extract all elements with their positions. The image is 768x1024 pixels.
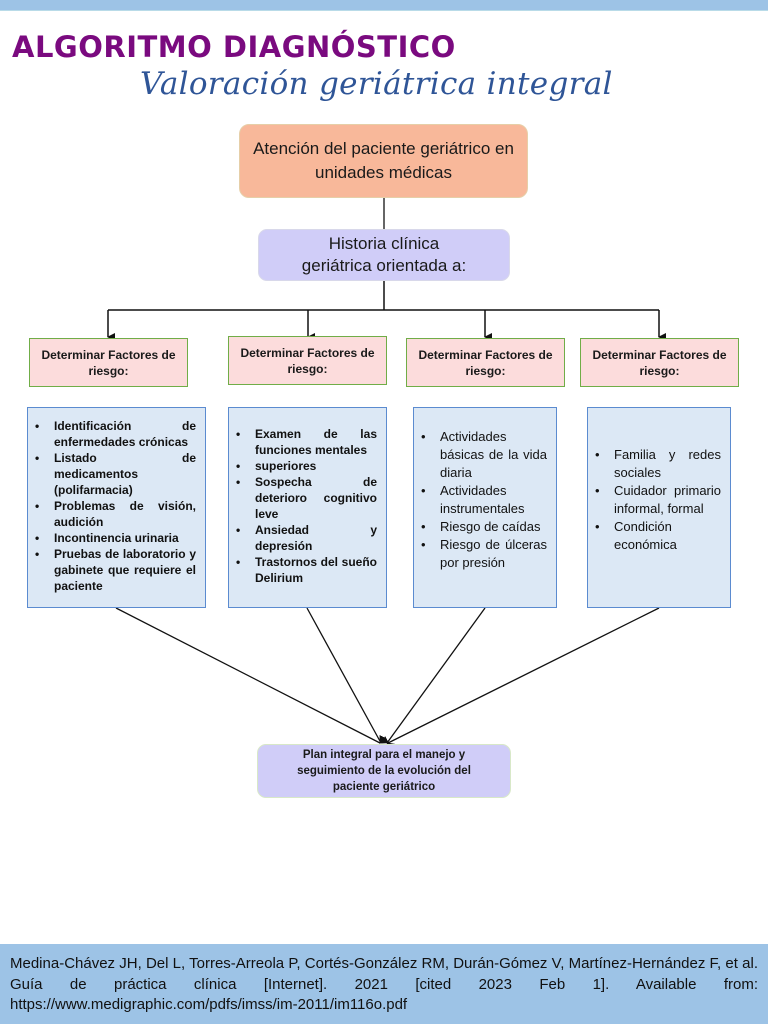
bullet-icon: • — [35, 451, 40, 465]
arrow-detail-1-plan — [115, 607, 387, 744]
factor-box-label: Determinar Factores de riesgo: — [418, 347, 553, 378]
bullet-icon: • — [421, 519, 426, 534]
list-item: • Trastornos del sueño Delirium — [229, 554, 377, 586]
bullet-icon: • — [35, 499, 40, 513]
start-node-patient-care: Atención del paciente geriátrico en unid… — [239, 124, 528, 198]
detail-box-clinical: • Identificación de enfermedades crónicas… — [27, 407, 206, 608]
list-item-text: Ansiedad y depresión — [255, 523, 377, 553]
end-node-label: Plan integral para el manejo y seguimien… — [297, 749, 471, 793]
page-subtitle: Valoración geriátrica integral — [140, 66, 613, 102]
arrow-detail-2-plan — [306, 607, 390, 744]
factor-box-3: Determinar Factores de riesgo: — [406, 338, 565, 387]
arrow-detail-4-plan — [387, 607, 660, 752]
factor-box-label: Determinar Factores de riesgo: — [41, 347, 176, 378]
factor-box-label: Determinar Factores de riesgo: — [592, 347, 727, 378]
list-item: • superiores — [229, 458, 377, 474]
list-item-text: Sospecha de deterioro cognitivo leve — [255, 475, 377, 521]
history-node: Historia clínica geriátrica orientada a: — [258, 229, 510, 281]
detail-list: • Familia y redes sociales • Cuidador prim… — [588, 446, 721, 554]
list-item: • Riesgo de caídas — [414, 518, 547, 536]
bullet-icon: • — [421, 537, 426, 552]
detail-list: • Examen de las funciones mentales • super… — [229, 426, 377, 586]
list-item-text: Examen de las funciones mentales — [255, 427, 377, 457]
bullet-icon: • — [236, 523, 241, 537]
detail-list: • Actividades básicas de la vida diaria •… — [414, 428, 547, 572]
list-item-text: Actividades instrumentales — [440, 483, 525, 516]
bullet-icon: • — [236, 459, 241, 473]
bullet-icon: • — [421, 429, 426, 444]
list-item-text: Problemas de visión, audición — [54, 499, 196, 529]
factor-box-1: Determinar Factores de riesgo: — [29, 338, 188, 387]
list-item: • Actividades básicas de la vida diaria — [414, 428, 547, 482]
list-item-text: Trastornos del sueño Delirium — [255, 555, 377, 585]
detail-box-functional: • Actividades básicas de la vida diaria •… — [413, 407, 557, 608]
end-node-integral-plan: Plan integral para el manejo y seguimien… — [257, 744, 511, 798]
history-node-label: Historia clínica geriátrica orientada a: — [301, 234, 467, 275]
list-item-text: Riesgo de caídas — [440, 519, 541, 534]
bullet-icon: • — [236, 555, 241, 569]
list-item: • Condición económica — [588, 518, 721, 554]
bullet-icon: • — [595, 447, 600, 462]
arrow-detail-3-plan — [386, 607, 486, 751]
bullet-icon: • — [595, 483, 600, 498]
list-item: • Examen de las funciones mentales — [229, 426, 377, 458]
list-item-text: superiores — [255, 459, 317, 473]
list-item: • Sospecha de deterioro cognitivo leve — [229, 474, 377, 522]
list-item-text: Condición económica — [614, 519, 677, 552]
bullet-icon: • — [595, 519, 600, 534]
detail-list: • Identificación de enfermedades crónicas… — [28, 418, 196, 594]
list-item-text: Identificación de enfermedades crónicas — [54, 419, 196, 449]
bullet-icon: • — [236, 475, 241, 489]
list-item-text: Listado de medicamentos (polifarmacia) — [54, 451, 196, 497]
list-item: • Familia y redes sociales — [588, 446, 721, 482]
detail-box-mental: • Examen de las funciones mentales • super… — [228, 407, 387, 608]
bullet-icon: • — [35, 531, 40, 545]
factor-box-label: Determinar Factores de riesgo: — [240, 345, 375, 376]
list-item-text: Familia y redes sociales — [614, 447, 721, 480]
list-item: • Cuidador primario informal, formal — [588, 482, 721, 518]
list-item-text: Riesgo de úlceras por presión — [440, 537, 547, 570]
factor-box-2: Determinar Factores de riesgo: — [228, 336, 387, 385]
list-item-text: Cuidador primario informal, formal — [614, 483, 721, 516]
list-item: • Riesgo de úlceras por presión — [414, 536, 547, 572]
list-item: • Actividades instrumentales — [414, 482, 547, 518]
factor-box-4: Determinar Factores de riesgo: — [580, 338, 739, 387]
start-node-label: Atención del paciente geriátrico en unid… — [253, 139, 514, 182]
detail-box-social: • Familia y redes sociales • Cuidador prim… — [587, 407, 731, 608]
reference-text: Medina-Chávez JH, Del L, Torres-Arreola … — [10, 955, 758, 1013]
list-item: • Identificación de enfermedades crónicas — [28, 418, 196, 450]
reference-citation: Medina-Chávez JH, Del L, Torres-Arreola … — [0, 944, 768, 1024]
list-item: • Listado de medicamentos (polifarmacia) — [28, 450, 196, 498]
list-item-text: Pruebas de laboratorio y gabinete que re… — [54, 547, 196, 593]
list-item: • Problemas de visión, audición — [28, 498, 196, 530]
list-item-text: Incontinencia urinaria — [54, 531, 179, 545]
list-item: • Ansiedad y depresión — [229, 522, 377, 554]
list-item-text: Actividades básicas de la vida diaria — [440, 429, 547, 480]
bullet-icon: • — [35, 419, 40, 433]
bullet-icon: • — [421, 483, 426, 498]
top-banner-bar — [0, 0, 768, 11]
list-item: • Pruebas de laboratorio y gabinete que r… — [28, 546, 196, 594]
bullet-icon: • — [35, 547, 40, 561]
bullet-icon: • — [236, 427, 241, 441]
page-title: ALGORITMO DIAGNÓSTICO — [12, 30, 456, 64]
list-item: • Incontinencia urinaria — [28, 530, 196, 546]
